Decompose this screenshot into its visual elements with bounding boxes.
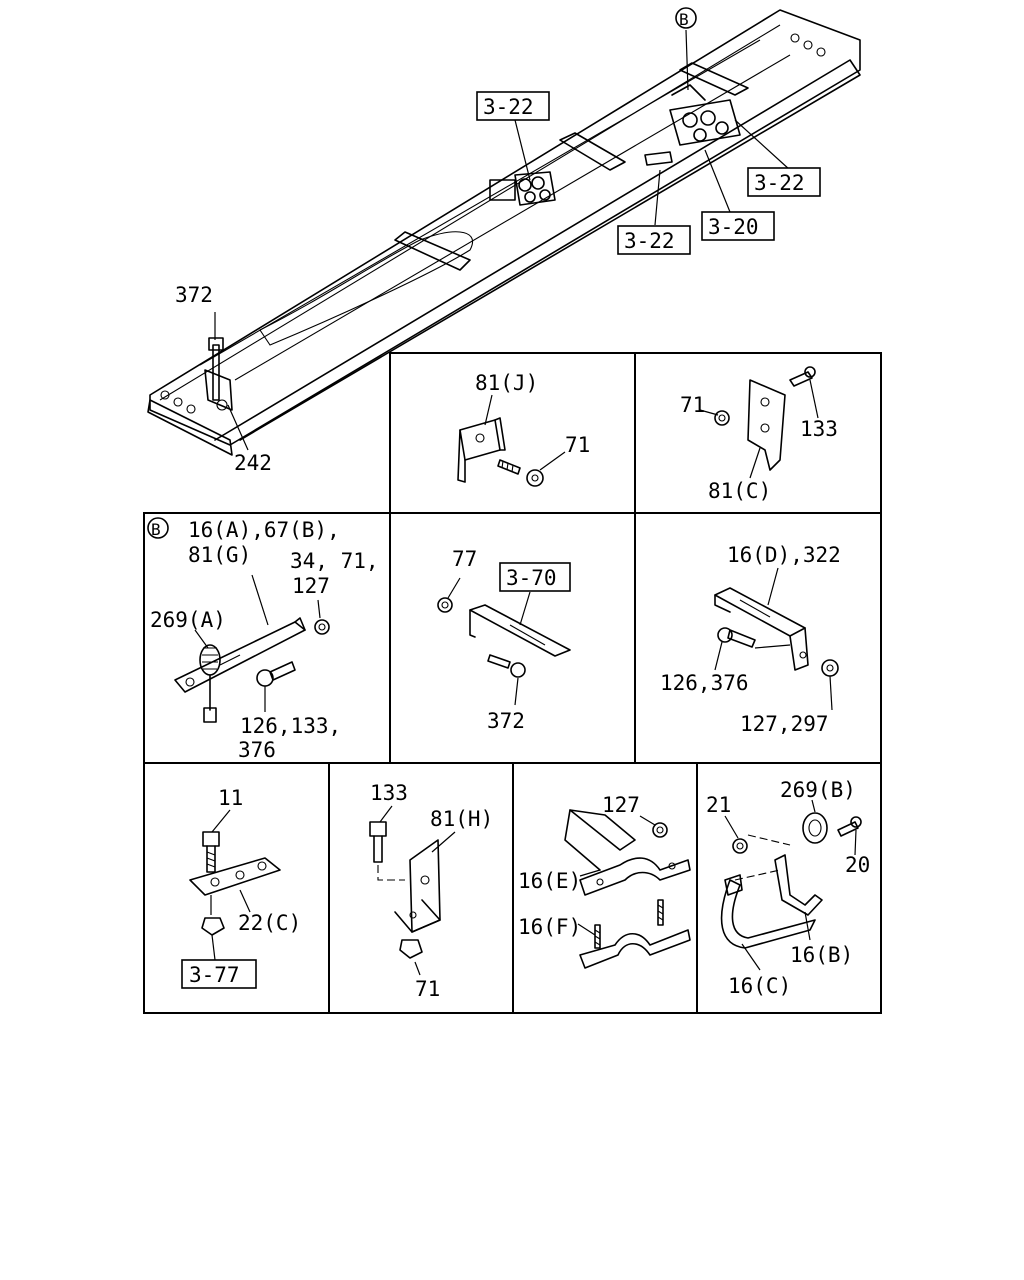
label-127-297: 127,297: [740, 712, 829, 736]
panel-16ef: 127 16(E) 16(F): [518, 793, 691, 969]
ref-box-3-22-b: 3-22: [747, 167, 821, 197]
panel-16d: 16(D),322 126,376 127,297: [660, 543, 841, 736]
label-16d-322: 16(D),322: [727, 543, 841, 567]
label-71-81c: 71: [680, 393, 705, 417]
ref-box-3-70: 3-70: [506, 566, 557, 590]
svg-text:B: B: [679, 10, 689, 29]
marker-b-frame: B: [675, 7, 697, 29]
valve-cluster-center: [489, 171, 556, 206]
label-242: 242: [234, 451, 272, 475]
panel-81j: 81(J) 71: [457, 371, 590, 487]
label-372-frame: 372: [175, 283, 213, 307]
label-16b: 16(B): [790, 943, 853, 967]
label-81h: 81(H): [430, 807, 493, 831]
label-22c: 22(C): [238, 911, 301, 935]
label-71-81h: 71: [415, 977, 440, 1001]
label-16c: 16(C): [728, 974, 791, 998]
label-126-133: 126,133,: [240, 714, 341, 738]
label-21: 21: [706, 793, 731, 817]
panel-16bc: 21 269(B) 20 16(B) 16(C): [706, 778, 870, 998]
panel-grid: [143, 352, 882, 1014]
label-269b: 269(B): [780, 778, 856, 802]
svg-text:3-22: 3-22: [624, 229, 675, 253]
label-376-b: 376: [238, 738, 276, 762]
panel-22c: 11 22(C) 3-77: [181, 786, 301, 989]
panel-81h: 133 81(H) 71: [369, 781, 493, 1001]
label-77: 77: [452, 547, 477, 571]
label-16e: 16(E): [518, 869, 581, 893]
label-81g: 81(G): [188, 543, 251, 567]
ref-box-3-22-c: 3-22: [617, 225, 691, 255]
panel-81c: 71 133 81(C): [680, 366, 838, 503]
label-127-16ef: 127: [602, 793, 640, 817]
valve-cluster-right: [644, 84, 741, 166]
svg-text:3-22: 3-22: [754, 171, 805, 195]
marker-b-panel: B: [151, 520, 161, 539]
ref-box-3-20: 3-20: [701, 211, 775, 241]
label-11: 11: [218, 786, 243, 810]
label-34-71: 34, 71,: [290, 549, 379, 573]
label-127-b: 127: [292, 574, 330, 598]
label-372-bracket: 372: [487, 709, 525, 733]
label-71-81j: 71: [565, 433, 590, 457]
label-133-81c: 133: [800, 417, 838, 441]
label-269a: 269(A): [150, 608, 226, 632]
ref-box-3-22-a: 3-22: [476, 91, 550, 121]
label-16f: 16(F): [518, 915, 581, 939]
svg-text:3-20: 3-20: [708, 215, 759, 239]
label-16a-67b: 16(A),67(B),: [188, 518, 340, 542]
chassis-frame: [147, 9, 861, 456]
panel-b: B 16(A),67(B), 81(G) 34, 71, 127 269(A) …: [147, 517, 379, 762]
label-133-81h: 133: [370, 781, 408, 805]
ref-box-3-77: 3-77: [189, 963, 240, 987]
label-81j: 81(J): [475, 371, 538, 395]
panel-3-70: 77 3-70 372: [437, 547, 571, 733]
svg-text:3-22: 3-22: [483, 95, 534, 119]
label-126-376: 126,376: [660, 671, 749, 695]
label-20: 20: [845, 853, 870, 877]
label-81c: 81(C): [708, 479, 771, 503]
